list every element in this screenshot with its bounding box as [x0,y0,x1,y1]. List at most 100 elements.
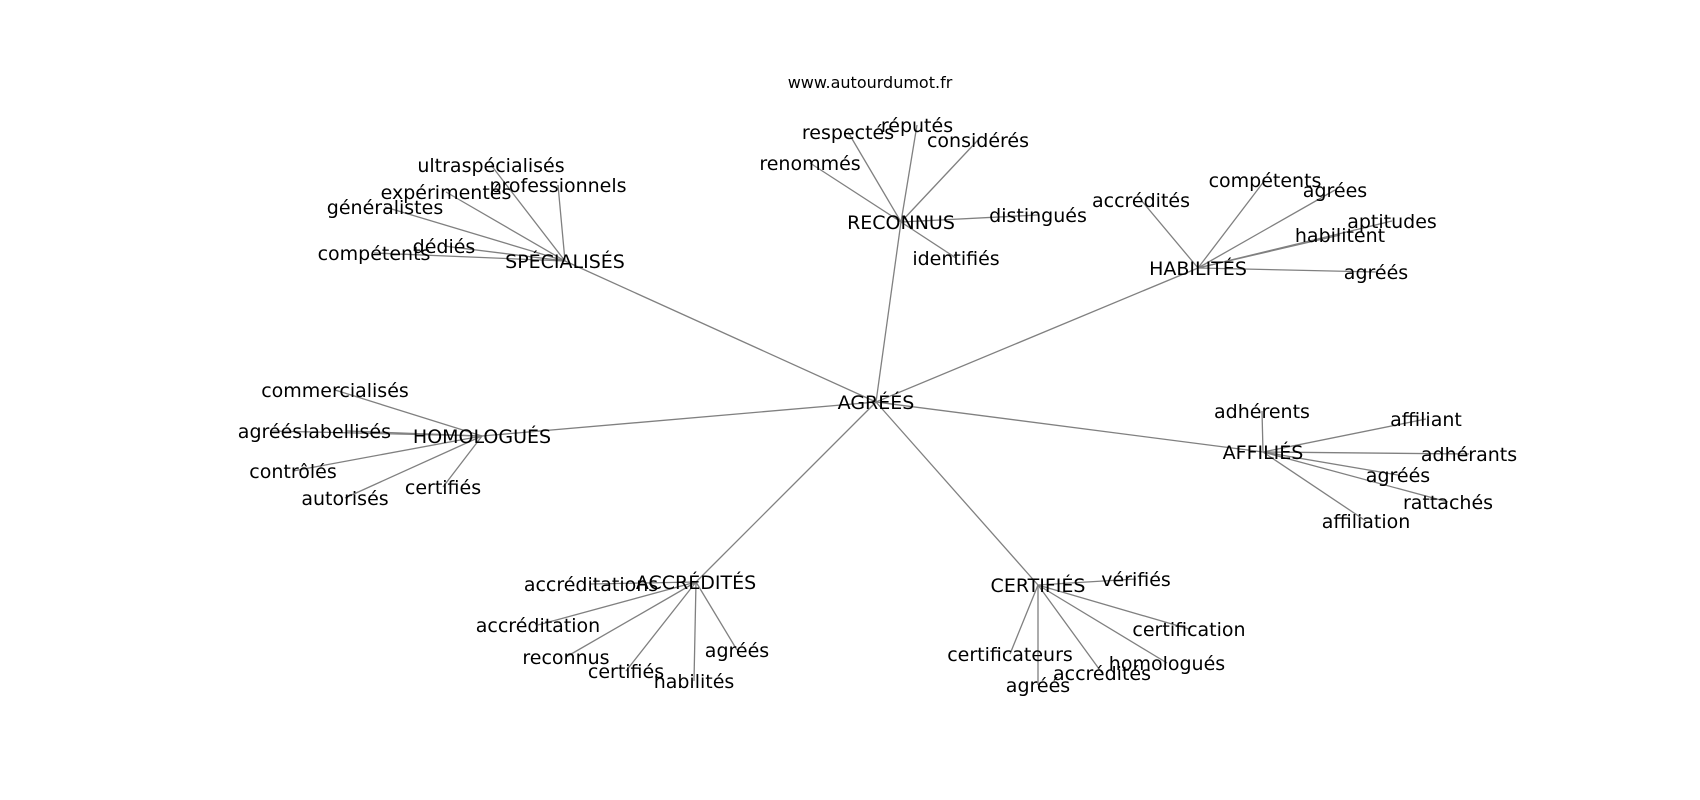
word-node: autorisés [301,488,388,510]
edge-center-to-4 [875,401,1264,453]
word-node: expérimentés [381,182,512,204]
edge-center-to-6 [875,401,1039,586]
edge-center-to-3 [481,401,877,437]
group-node: CERTIFIÉS [991,574,1086,597]
word-node: agrées [1303,180,1367,202]
word-node: renommés [759,153,860,175]
word-node: certification [1132,619,1245,641]
edge-group-3-word-5 [442,435,483,488]
group-node: AFFILIÉS [1223,441,1304,464]
word-node: distingués [989,205,1087,227]
group-node: HOMOLOGUÉS [413,425,551,448]
edge-group-4-word-0 [1261,410,1264,453]
group-node: SPÉCIALISÉS [505,250,625,273]
word-node: certifiés [405,477,481,499]
edge-group-6-word-1 [1037,584,1190,630]
edge-group-1-word-3 [384,206,566,262]
edge-group-0-word-5 [900,221,957,259]
edge-group-5-word-0 [590,581,697,585]
edge-group-1-word-5 [373,252,566,262]
edge-group-4-word-3 [1262,451,1399,476]
edge-group-0-word-0 [847,131,902,223]
word-node: considérés [927,130,1029,152]
edge-group-3-word-3 [292,435,483,472]
edge-center-to-2 [875,267,1199,403]
edge-center-to-5 [695,401,877,583]
group-node: RECONNUS [847,212,955,234]
word-node: compétents [318,243,431,265]
word-node: contrôlés [249,461,336,483]
edge-group-2-word-4 [1197,234,1341,269]
edge-group-4-word-2 [1262,451,1470,455]
word-node: reconnus [522,647,609,669]
word-node: généralistes [327,197,443,219]
edge-group-0-word-4 [900,214,1039,223]
word-node: aptitudes [1347,211,1437,233]
edge-group-2-word-2 [1197,189,1336,269]
edge-group-4-word-4 [1262,451,1449,503]
word-node: respectés [802,122,894,144]
word-node: commercialisés [261,380,409,402]
word-node: habilitent [1295,225,1385,247]
word-node: accrédités [1053,663,1151,685]
word-node: accréditation [476,615,600,637]
edge-group-6-word-0 [1037,578,1137,586]
word-node: agréés [1006,675,1070,697]
word-node: identifiés [912,248,999,270]
source-watermark: www.autourdumot.fr [788,73,953,92]
word-node: dédiés [413,236,476,258]
edge-group-1-word-0 [490,164,566,262]
word-node: rattachés [1403,492,1493,514]
edge-group-4-word-1 [1262,418,1427,453]
word-node: affiliant [1390,409,1462,431]
center-node: AGRÉÉS [838,391,915,414]
word-node: certifiés [588,661,664,683]
edge-center-to-0 [875,221,902,403]
word-node: agréés [238,421,302,443]
word-node: vérifiés [1101,569,1171,591]
word-node: agréés [705,640,769,662]
word-node: compétents [1209,170,1322,192]
edge-group-5-word-4 [693,581,697,682]
edge-group-2-word-1 [1197,179,1266,269]
edge-group-5-word-5 [695,581,738,651]
edge-group-3-word-4 [344,435,483,499]
word-node: adhérents [1214,401,1310,423]
edge-group-6-word-3 [1037,584,1168,664]
word-node: homologués [1109,653,1225,675]
edge-group-2-word-0 [1140,199,1199,269]
edge-group-3-word-2 [346,430,483,437]
word-node: agréés [1344,262,1408,284]
edge-center-to-1 [564,260,877,403]
edge-group-2-word-5 [1197,267,1377,273]
word-node: agréés [1366,465,1430,487]
edge-group-1-word-2 [445,191,566,262]
word-node: labellisés [303,421,391,443]
edge-group-6-word-2 [1009,584,1039,655]
edge-group-5-word-1 [537,581,697,626]
group-node: ACCRÉDITÉS [636,571,756,594]
graph-edges [269,124,1470,685]
word-node: réputés [881,115,953,137]
group-node: HABILITÉS [1149,257,1247,280]
edge-group-5-word-3 [625,581,697,672]
word-node: certificateurs [947,644,1073,666]
edge-group-0-word-3 [809,162,902,223]
edge-group-0-word-1 [900,124,918,223]
word-node: affiliation [1322,511,1411,533]
edge-group-4-word-5 [1262,451,1367,522]
edge-group-0-word-2 [900,139,979,223]
word-node: ultraspécialisés [417,155,564,177]
edge-group-3-word-0 [334,389,483,437]
edge-group-1-word-1 [557,184,566,262]
word-node: professionnels [489,175,626,197]
graph-labels: www.autourdumot.fr AGRÉÉS RECONNUS respect… [238,73,1517,697]
word-node: accrédités [1092,190,1190,212]
edge-group-1-word-4 [443,245,566,262]
word-node: accréditations [524,574,658,596]
word-node: adhérants [1421,444,1517,466]
edge-group-6-word-4 [1037,584,1103,674]
edge-group-5-word-2 [565,581,697,658]
word-node: habilités [654,671,735,693]
